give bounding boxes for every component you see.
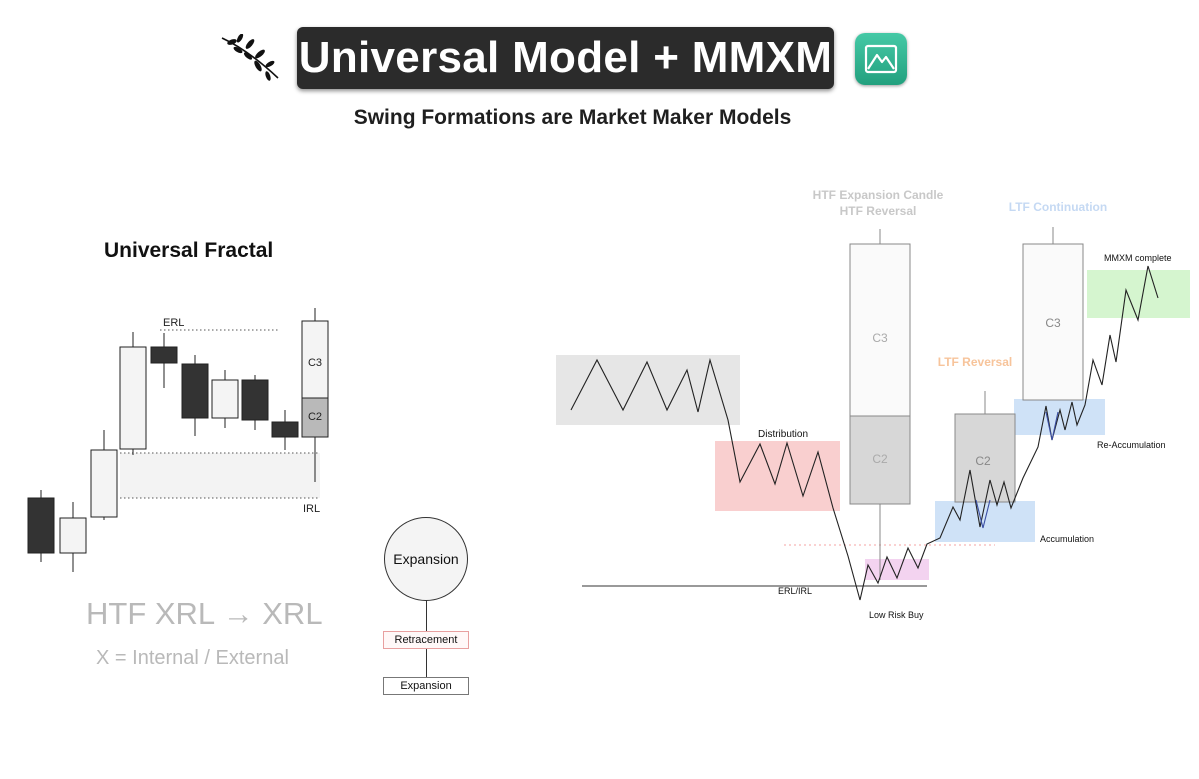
connector-line xyxy=(426,649,427,677)
candle xyxy=(119,346,147,450)
irl-zone xyxy=(120,453,320,498)
expansion-circle-label: Expansion xyxy=(393,551,459,567)
candle xyxy=(271,421,299,438)
htf-title-line2: HTF Reversal xyxy=(840,204,917,218)
candle xyxy=(181,363,209,419)
mmxm-complete-label: MMXM complete xyxy=(1104,253,1172,263)
retracement-box: Retracement xyxy=(383,631,469,649)
connector-line xyxy=(426,600,427,631)
mountain-logo-icon xyxy=(855,33,907,85)
expansion-box: Expansion xyxy=(383,677,469,695)
mmxm-complete-zone xyxy=(1087,270,1190,318)
accumulation-wick xyxy=(975,499,991,529)
formula-note: X = Internal / External xyxy=(96,647,289,669)
re-accumulation-wick xyxy=(1045,411,1059,441)
distribution-label: Distribution xyxy=(758,429,808,440)
sprig-icon xyxy=(220,33,282,87)
page-title: Universal Model + MMXM xyxy=(298,33,833,82)
erl-irl-label: ERL/IRL xyxy=(778,586,812,596)
htf-c2-label: C2 xyxy=(872,452,888,466)
page-subtitle: Swing Formations are Market Maker Models xyxy=(353,106,792,129)
htf-expansion-candle xyxy=(849,229,911,580)
erl-label: ERL xyxy=(163,317,184,329)
ltf-c3-candle xyxy=(1022,243,1084,401)
ltf-reversal-candle xyxy=(954,391,1016,503)
consolidation-zone xyxy=(556,355,740,425)
irl-label: IRL xyxy=(303,503,320,515)
candle xyxy=(59,517,87,554)
ltf-c2-label: C2 xyxy=(975,454,991,468)
universal-fractal-title: Universal Fractal xyxy=(104,239,274,262)
expansion-circle: Expansion xyxy=(384,517,468,601)
candle xyxy=(241,379,269,421)
htf-title-line1: HTF Expansion Candle xyxy=(813,188,944,202)
ltf-continuation-candle xyxy=(1022,227,1084,401)
retracement-label: Retracement xyxy=(394,634,458,646)
fractal-candles xyxy=(27,308,329,572)
candle xyxy=(211,379,239,419)
ltf-continuation-label: LTF Continuation xyxy=(1009,200,1107,214)
candle xyxy=(90,449,118,518)
c3-candle xyxy=(301,320,329,399)
c2-label: C2 xyxy=(308,411,322,423)
formula: HTF XRL → XRL xyxy=(86,596,323,631)
title-banner: Universal Model + MMXM xyxy=(297,27,834,89)
c2-candle xyxy=(301,397,329,438)
expansion-box-label: Expansion xyxy=(400,680,452,692)
ltf-c3-label: C3 xyxy=(1045,316,1061,330)
htf-c3-candle xyxy=(849,243,911,417)
htf-c3-label: C3 xyxy=(872,331,888,345)
candle xyxy=(27,497,55,554)
htf-c2-candle xyxy=(849,415,911,505)
c3-label: C3 xyxy=(308,357,322,369)
candle xyxy=(150,346,178,364)
accumulation-label: Accumulation xyxy=(1040,534,1094,544)
ltf-reversal-label: LTF Reversal xyxy=(938,355,1012,369)
re-accumulation-zone xyxy=(1014,399,1105,435)
re-accumulation-label: Re-Accumulation xyxy=(1097,440,1166,450)
low-risk-buy-label: Low Risk Buy xyxy=(869,610,924,620)
price-path xyxy=(570,265,1159,601)
